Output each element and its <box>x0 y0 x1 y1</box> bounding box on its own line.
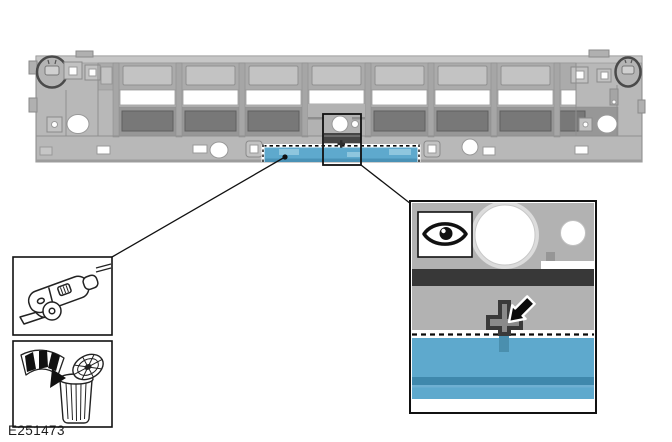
center-hole-large <box>331 115 349 133</box>
leader-line-detail <box>360 164 412 205</box>
detail-dark-bar <box>412 269 594 286</box>
alignment-cross-mark-small <box>337 140 345 148</box>
eye-icon-badge <box>417 211 473 258</box>
panel-top-tab <box>588 49 610 58</box>
cutter-tool-box <box>12 256 113 336</box>
center-dark-bar <box>324 133 361 143</box>
bottom-rail-features <box>39 138 589 159</box>
eye-icon <box>422 222 468 246</box>
leader-dot <box>282 154 288 160</box>
open-slot-band <box>119 89 577 106</box>
highlight-strip <box>263 147 419 162</box>
detail-hole-large <box>474 204 536 266</box>
callout-rect <box>322 113 362 166</box>
pointer-arrow-icon <box>507 295 536 324</box>
rotary-cutter-tool-icon <box>19 263 112 325</box>
panel-top-tab <box>75 50 94 58</box>
discard-in-trash-icon <box>20 349 104 424</box>
center-detail-area <box>308 104 365 143</box>
detail-hole-small <box>560 220 586 246</box>
discard-box <box>12 340 113 428</box>
highlighted-cut-strip <box>261 140 421 162</box>
detail-view-box <box>409 200 597 414</box>
center-hole-small <box>351 120 359 128</box>
discard-arrowhead <box>50 369 66 388</box>
panel-dividers <box>112 62 561 138</box>
upper-slat-row <box>97 62 577 91</box>
figure-code: E251473 <box>8 423 65 438</box>
leader-line-cutter <box>111 156 286 258</box>
left-end-bracket <box>35 55 101 136</box>
grille-reinforcement-panel <box>28 49 646 163</box>
alignment-cross-mark <box>486 300 523 352</box>
